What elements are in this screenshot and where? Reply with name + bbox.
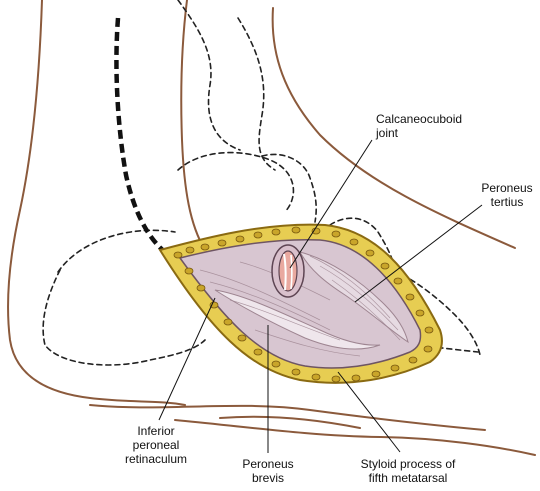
label-inferior-peroneal-retinaculum-line-1: Inferior (137, 424, 175, 438)
peroneus-brevis-tendon (214, 289, 381, 350)
label-calcaneocuboid-joint-line-1: Calcaneocuboid (376, 112, 463, 126)
tissue-bed (178, 238, 422, 369)
leader-calcaneocuboid-joint (289, 139, 373, 269)
tibia-outline (237, 17, 276, 171)
heel-contour (7, 0, 186, 406)
label-styloid-process-line-2: fifth metatarsal (368, 471, 448, 485)
achilles-contour (271, 7, 516, 249)
label-peroneus-tertius-line-1: Peroneus (481, 181, 533, 195)
label-inferior-peroneal-retinaculum: Inferior peroneal retinaculum (117, 424, 195, 466)
incision-line (114, 17, 167, 254)
sole-contour (89, 404, 486, 431)
talus-outline (177, 151, 295, 213)
lateral-leg-contour (180, 0, 206, 251)
leader-styloid-process (337, 371, 401, 453)
leader-peroneus-tertius (354, 204, 483, 303)
fat-lobules (173, 226, 434, 383)
label-peroneus-tertius-line-2: tertius (490, 195, 524, 209)
label-peroneus-tertius: Peroneus tertius (476, 181, 538, 209)
leader-lines (158, 139, 483, 453)
toe-fold (219, 415, 361, 429)
label-peroneus-brevis-line-1: Peroneus (242, 457, 294, 471)
calcaneus-outline (42, 269, 206, 366)
label-peroneus-brevis-line-2: brevis (251, 471, 284, 485)
leader-inferior-peroneal-retinaculum (158, 297, 216, 421)
peroneus-tertius-tendon (298, 251, 409, 344)
navicular-outline (261, 153, 317, 223)
tissue-fibres (199, 255, 401, 357)
skin-outlines (7, 0, 536, 456)
fibula-outline (177, 0, 241, 151)
bone-outlines (42, 0, 481, 366)
surgical-window (158, 223, 443, 384)
label-calcaneocuboid-joint-line-2: joint (376, 126, 399, 140)
plantar-fold (174, 419, 536, 456)
label-inferior-peroneal-retinaculum-line-2: peroneal (132, 438, 180, 452)
label-inferior-peroneal-retinaculum-line-3: retinaculum (124, 452, 188, 466)
label-styloid-process-line-1: Styloid process of (360, 457, 456, 471)
calcaneus-upper-outline (57, 229, 176, 273)
label-calcaneocuboid-joint: Calcaneocuboid joint (376, 112, 462, 140)
label-peroneus-brevis: Peroneus brevis (233, 457, 303, 485)
midfoot-outline (369, 259, 481, 356)
label-styloid-process: Styloid process of fifth metatarsal (352, 457, 464, 485)
